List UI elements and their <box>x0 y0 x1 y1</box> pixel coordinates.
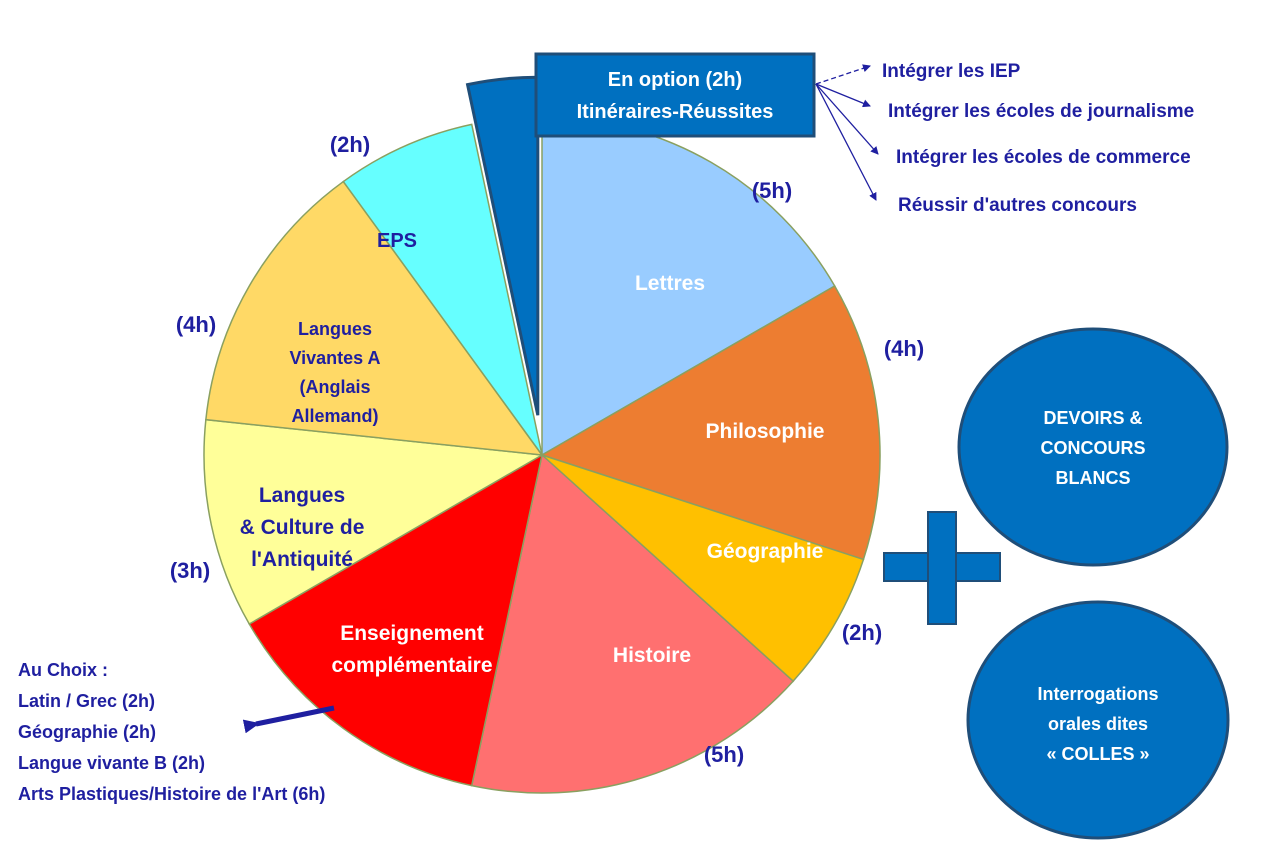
circle-devoirs-line: CONCOURS <box>1040 438 1145 458</box>
circle-devoirs-line: BLANCS <box>1056 468 1131 488</box>
slice-label: Lettres <box>635 272 705 295</box>
choice-list-title: Au Choix : <box>18 660 108 680</box>
slice-label: Philosophie <box>705 420 824 443</box>
circle-devoirs-shape <box>957 327 1229 567</box>
circle-devoirs: DEVOIRS & CONCOURS BLANCS <box>957 327 1229 567</box>
arrow-to-concours <box>815 83 877 201</box>
option-box: En option (2h) Itinéraires-Réussites <box>534 52 816 138</box>
choice-item: Géographie (2h) <box>18 722 156 742</box>
option-box-line1: En option (2h) <box>608 69 742 91</box>
choice-arrow <box>242 705 335 734</box>
circle-colles-shape <box>966 600 1230 840</box>
choice-item: Arts Plastiques/Histoire de l'Art (6h) <box>18 784 325 804</box>
circle-colles-line: Interrogations <box>1037 684 1158 704</box>
pie-slice <box>540 284 881 561</box>
choice-list: Au Choix : Latin / Grec (2h) Géographie … <box>18 660 325 804</box>
slice-label: Histoire <box>613 644 691 667</box>
circle-colles: Interrogations orales dites « COLLES » <box>966 600 1230 840</box>
option-target-concours: Réussir d'autres concours <box>898 195 1137 216</box>
option-targets: Intégrer les IEP Intégrer les écoles de … <box>882 61 1194 216</box>
pie-hour-labels: (5h) (4h) (2h) (5h) (3h) (4h) (2h) <box>170 132 924 767</box>
slice-hours-label: (3h) <box>170 558 210 583</box>
slice-label: Géographie <box>707 540 824 563</box>
slice-hours-label: (4h) <box>176 312 216 337</box>
slice-hours-label: (2h) <box>842 620 882 645</box>
circle-devoirs-line: DEVOIRS & <box>1043 408 1142 428</box>
pie-slice <box>205 180 544 456</box>
pie-slice <box>203 418 545 626</box>
option-arrows <box>815 64 879 201</box>
choice-item: Latin / Grec (2h) <box>18 691 155 711</box>
slice-hours-label: (5h) <box>704 742 744 767</box>
arrow-to-iep <box>815 64 871 85</box>
option-box-frame <box>534 52 816 138</box>
arrow-to-commerce <box>815 83 879 155</box>
slice-hours-label: (5h) <box>752 178 792 203</box>
slice-hours-label: (2h) <box>330 132 370 157</box>
plus-icon <box>883 511 1001 625</box>
circle-colles-line: « COLLES » <box>1046 744 1149 764</box>
pie-slices <box>203 75 881 794</box>
slice-hours-label: (4h) <box>884 336 924 361</box>
slice-label: EPS <box>377 230 417 252</box>
circle-colles-line: orales dites <box>1048 714 1148 734</box>
pie-slice <box>470 453 795 794</box>
option-target-commerce: Intégrer les écoles de commerce <box>896 147 1191 168</box>
pie-slice <box>541 454 865 683</box>
pie-slice <box>342 123 543 456</box>
choice-item: Langue vivante B (2h) <box>18 753 205 773</box>
arrow-to-journalisme <box>815 83 871 108</box>
option-target-iep: Intégrer les IEP <box>882 61 1021 82</box>
option-target-journalisme: Intégrer les écoles de journalisme <box>888 101 1194 122</box>
pie-slice <box>248 453 544 787</box>
option-box-line2: Itinéraires-Réussites <box>577 101 774 123</box>
